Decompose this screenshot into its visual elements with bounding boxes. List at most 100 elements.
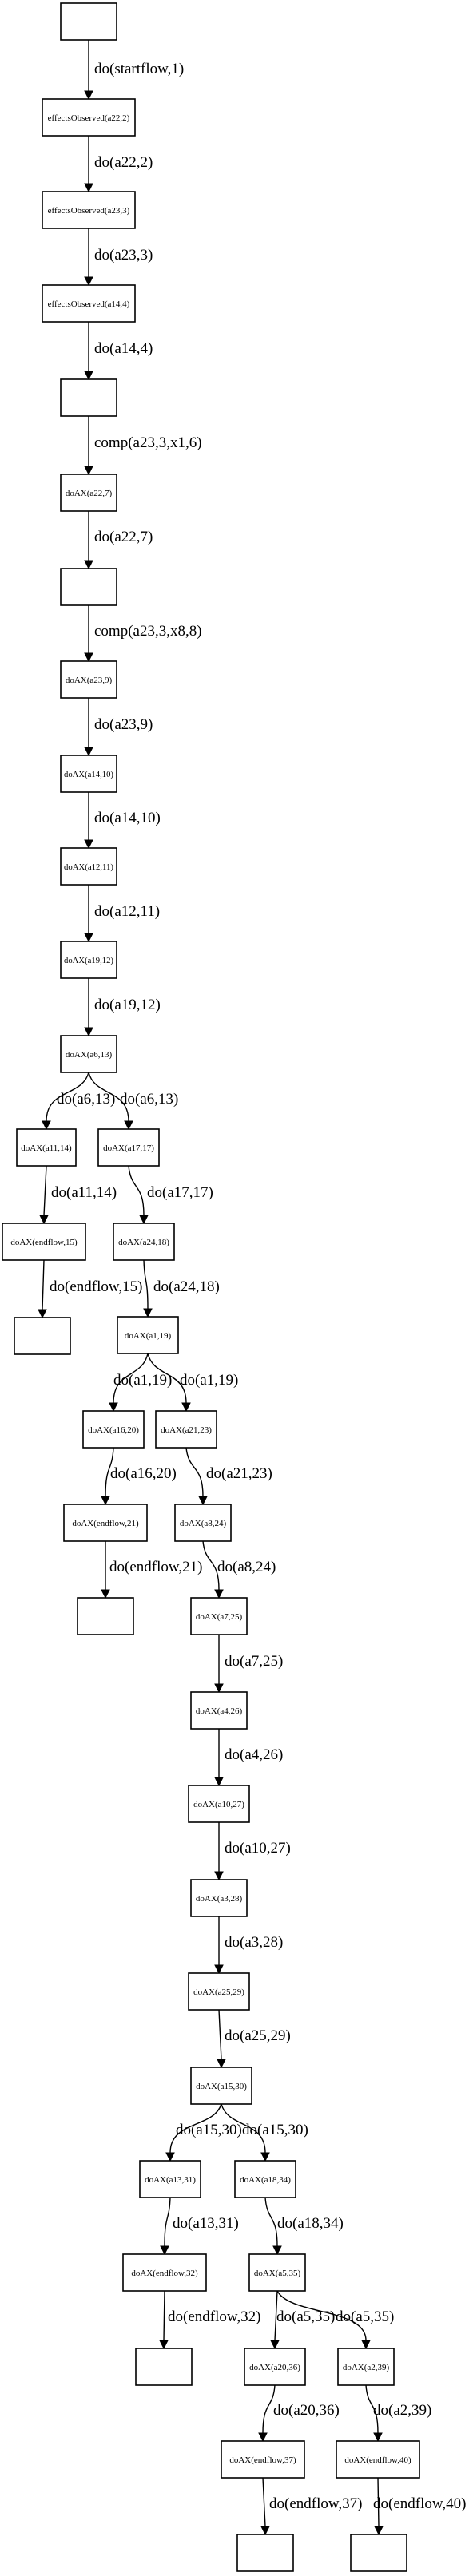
node-box — [60, 660, 117, 699]
node-n20: doAX(a4,26) — [190, 1691, 248, 1730]
edge-label: do(a24,18) — [153, 1278, 220, 1295]
node-n27: doAX(endflow,32) — [122, 2253, 207, 2292]
node-box — [155, 1410, 217, 1449]
arrowhead-icon — [101, 1496, 110, 1506]
edge-n21_n22: do(a10,27) — [214, 1822, 291, 1881]
arrowhead-icon — [374, 2526, 384, 2536]
node-box — [336, 2440, 420, 2479]
edge-line — [274, 2290, 278, 2341]
node-n23: doAX(a25,29) — [188, 1972, 250, 2011]
edge-n13_n14: do(a24,18) — [143, 1259, 220, 1318]
node-label: doAX(a25,29) — [193, 1987, 244, 1997]
edge-n2_n3: do(a23,3) — [84, 228, 153, 287]
node-label: doAX(a14,10) — [64, 770, 113, 779]
arrowhead-icon — [198, 1496, 208, 1506]
edge-n11_n13: do(a17,17) — [128, 1165, 213, 1225]
edge-line — [46, 1072, 89, 1122]
node-b1 — [60, 378, 117, 417]
node-n6: doAX(a14,10) — [60, 755, 117, 793]
edge-label: do(a10,27) — [225, 1840, 291, 1857]
node-label: doAX(a22,7) — [66, 489, 113, 498]
node-box — [188, 1785, 250, 1823]
node-n31: doAX(endflow,37) — [221, 2440, 305, 2479]
edges-layer: do(startflow,1) do(a22,2) do(a23,3) do(a14,… — [38, 40, 466, 2536]
edge-line — [88, 1072, 129, 1122]
node-label: effectsObserved(a22,2) — [48, 113, 130, 123]
edge-n30_n32: do(a2,39) — [365, 2384, 431, 2443]
arrowhead-icon — [39, 1215, 49, 1225]
node-e4 — [236, 2534, 294, 2572]
edge-label: do(a16,20) — [110, 1465, 177, 1482]
arrowhead-icon — [260, 2526, 270, 2536]
edge-b1_n4: comp(a23,3,x1,6) — [84, 416, 202, 476]
node-label: doAX(a6,13) — [66, 1050, 113, 1060]
node-n26: doAX(a18,34) — [234, 2160, 296, 2198]
arrowhead-icon — [214, 1964, 224, 1975]
node-n8: doAX(a19,12) — [60, 941, 117, 979]
node-label: effectsObserved(a14,4) — [48, 299, 130, 309]
edge-n10_n12: do(a11,14) — [39, 1165, 117, 1225]
arrowhead-icon — [160, 2245, 169, 2256]
node-label: doAX(a3,28) — [196, 1894, 243, 1904]
edge-n8_n9: do(a19,12) — [84, 978, 161, 1037]
node-n5: doAX(a23,9) — [60, 660, 117, 699]
node-box — [190, 2067, 252, 2105]
edge-label: do(startflow,1) — [94, 61, 184, 77]
node-box — [188, 1972, 250, 2011]
arrowhead-icon — [214, 1777, 224, 1787]
node-box — [190, 1691, 248, 1730]
node-box — [350, 2534, 407, 2572]
node-label: doAX(a17,17) — [103, 1143, 154, 1153]
edge-n26_n28: do(a18,34) — [264, 2197, 344, 2256]
node-box — [63, 1504, 148, 1542]
node-n7: doAX(a12,11) — [60, 847, 117, 886]
edge-n18_n19: do(a8,24) — [202, 1540, 276, 1599]
edge-label: do(a13,31) — [173, 2215, 239, 2232]
node-box — [60, 474, 117, 512]
node-n17: doAX(endflow,21) — [63, 1504, 148, 1542]
node-label: doAX(a2,39) — [343, 2363, 390, 2372]
node-box — [77, 1597, 134, 1635]
node-box — [122, 2253, 207, 2292]
edge-n4_b2: do(a22,7) — [84, 511, 153, 570]
edge-line — [185, 1447, 204, 1497]
node-e1 — [14, 1317, 71, 1355]
arrowhead-icon — [139, 1215, 149, 1225]
arrowhead-icon — [214, 1683, 224, 1694]
node-box — [60, 847, 117, 886]
edge-n3_b1: do(a14,4) — [84, 322, 153, 381]
edge-label: do(a2,39) — [373, 2402, 431, 2419]
edge-n1_n2: do(a22,2) — [84, 136, 153, 193]
edge-label: do(a19,12) — [94, 997, 161, 1013]
node-box — [60, 568, 117, 606]
edge-label: do(endflow,40) — [373, 2495, 466, 2512]
node-box — [236, 2534, 294, 2572]
arrowhead-icon — [165, 2152, 175, 2162]
node-label: doAX(a23,9) — [66, 676, 113, 685]
edge-line — [143, 1259, 149, 1310]
edge-label: do(a15,30) — [242, 2122, 308, 2138]
edge-line — [377, 2477, 380, 2527]
node-box — [234, 2160, 296, 2198]
node-box — [244, 2348, 306, 2386]
edge-label: do(a21,23) — [206, 1465, 272, 1482]
node-box — [16, 1128, 77, 1167]
edge-n19_n20: do(a7,25) — [214, 1635, 283, 1694]
node-n32: doAX(endflow,40) — [336, 2440, 420, 2479]
arrowhead-icon — [124, 1120, 133, 1131]
node-n9: doAX(a6,13) — [60, 1035, 117, 1073]
node-box — [135, 2348, 193, 2386]
arrowhead-icon — [84, 933, 93, 943]
node-n16: doAX(a21,23) — [155, 1410, 217, 1449]
node-n24: doAX(a15,30) — [190, 2067, 252, 2105]
node-n15: doAX(a16,20) — [82, 1410, 145, 1449]
edge-label: do(a11,14) — [51, 1184, 117, 1201]
node-box — [248, 2253, 306, 2292]
edge-label: do(a18,34) — [277, 2215, 344, 2232]
edge-line — [365, 2384, 379, 2434]
node-b2 — [60, 568, 117, 606]
edge-line — [43, 1165, 47, 1216]
node-label: doAX(a12,11) — [64, 862, 113, 872]
node-e2 — [77, 1597, 134, 1635]
